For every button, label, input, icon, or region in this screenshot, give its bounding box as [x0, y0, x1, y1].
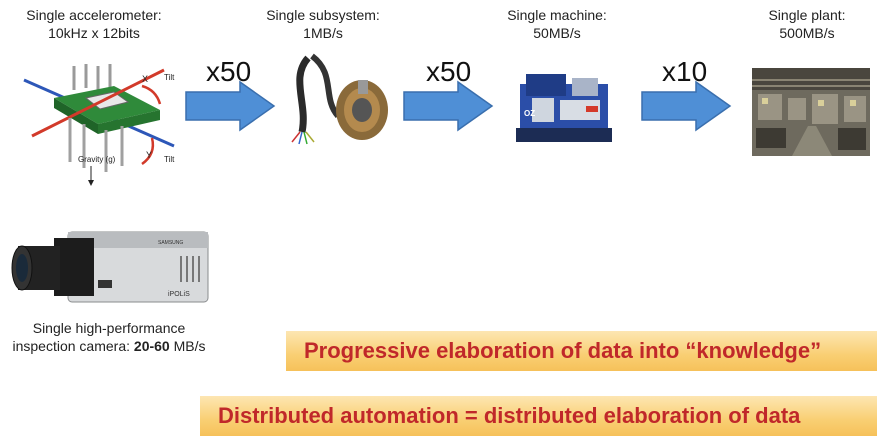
- camera-model-label: iPOLiS: [168, 291, 190, 298]
- stage-caption-machine: Single machine: 50MB/s: [497, 6, 617, 42]
- camera-caption-suffix: MB/s: [169, 338, 206, 354]
- multiplier-label: x50: [426, 56, 472, 87]
- stage-caption-accelerometer: Single accelerometer: 10kHz x 12bits: [14, 6, 174, 42]
- camera-caption-bold: 20-60: [133, 338, 170, 354]
- machine-brand-label: OZ: [524, 109, 535, 118]
- stage-title: Single machine:: [507, 7, 607, 23]
- camera-caption: Single high-performance inspection camer…: [0, 319, 218, 355]
- stage-rate: 1MB/s: [303, 25, 343, 41]
- camera-image: SAMSUNG iPOLiS: [11, 231, 209, 303]
- arrow-right-icon: [403, 80, 494, 132]
- multiplier-label: x50: [206, 56, 252, 87]
- accelerometer-image: X Tilt Y Tilt Gravity (g): [23, 64, 175, 186]
- tilt-label-bottom: Tilt: [164, 155, 175, 164]
- arrow-right-icon: [185, 80, 276, 132]
- camera-caption-prefix: inspection camera:: [12, 338, 134, 354]
- tilt-label-top: Tilt: [164, 73, 175, 82]
- banner-distributed: Distributed automation = distributed ela…: [200, 396, 877, 436]
- subsystem-image: [291, 53, 388, 145]
- gravity-label: Gravity (g): [78, 155, 116, 164]
- stage-title: Single plant:: [768, 7, 846, 23]
- multiplier-label: x10: [662, 56, 708, 87]
- banner-knowledge: Progressive elaboration of data into “kn…: [286, 331, 877, 371]
- stage-rate: 500MB/s: [779, 25, 835, 41]
- y-axis-label: Y: [146, 150, 152, 160]
- x-axis-label: X: [142, 74, 148, 84]
- camera-caption-line2: inspection camera: 20-60 MB/s: [0, 337, 218, 355]
- plant-image: [752, 68, 870, 156]
- camera-caption-line1: Single high-performance: [32, 320, 186, 336]
- stage-rate: 50MB/s: [533, 25, 581, 41]
- stage-title: Single accelerometer:: [26, 7, 162, 23]
- machine-image: OZ: [516, 74, 612, 142]
- stage-rate: 10kHz x 12bits: [48, 25, 140, 41]
- camera-brand-label: SAMSUNG: [158, 240, 183, 246]
- arrow-right-icon: [641, 80, 732, 132]
- stage-title: Single subsystem:: [266, 7, 380, 23]
- stage-caption-subsystem: Single subsystem: 1MB/s: [258, 6, 388, 42]
- stage-caption-plant: Single plant: 500MB/s: [752, 6, 862, 42]
